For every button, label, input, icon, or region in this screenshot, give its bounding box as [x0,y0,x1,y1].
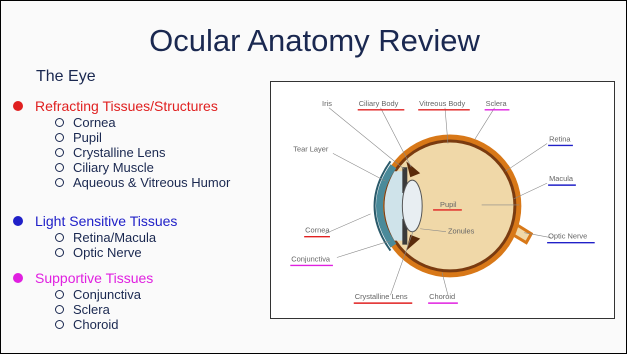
label-choroid: Choroid [429,292,455,301]
circle-bullet-icon [55,178,64,187]
label-vitreous-body: Vitreous Body [419,99,465,108]
section-heading-row: Supportive Tissues [13,269,153,287]
list-item-text: Pupil [73,130,102,145]
label-retina: Retina [549,134,571,143]
label-sclera: Sclera [486,99,508,108]
list-item-text: Sclera [73,302,110,317]
list-item: Retina/Macula [55,230,177,245]
list-item: Conjunctiva [55,287,153,302]
label-ciliary-body: Ciliary Body [359,99,399,108]
circle-bullet-icon [55,118,64,127]
list-item: Ciliary Muscle [55,160,230,175]
list-item: Optic Nerve [55,245,177,260]
list-item-text: Retina/Macula [73,230,156,245]
list-item-text: Crystalline Lens [73,145,166,160]
circle-bullet-icon [55,133,64,142]
circle-bullet-icon [55,290,64,299]
section-heading-row: Light Sensitive Tissues [13,212,177,230]
bullet-dot-icon [13,216,23,226]
list-item: Sclera [55,302,153,317]
circle-bullet-icon [55,320,64,329]
circle-bullet-icon [55,305,64,314]
section-supportive: Supportive Tissues Conjunctiva Sclera Ch… [13,269,153,332]
slide-title: Ocular Anatomy Review [1,23,628,59]
section-light-sensitive: Light Sensitive Tissues Retina/Macula Op… [13,212,177,260]
list-item: Aqueous & Vitreous Humor [55,175,230,190]
circle-bullet-icon [55,233,64,242]
eye-anatomy-illustration: Iris Ciliary Body Vitreous Body Sclera T… [271,82,614,318]
label-cornea: Cornea [305,226,330,235]
list-item: Pupil [55,130,230,145]
section-heading: Supportive Tissues [35,270,153,286]
list-item-text: Cornea [73,115,116,130]
label-pupil: Pupil [440,200,457,209]
list-item-text: Choroid [73,317,119,332]
slide-subtitle: The Eye [36,68,96,86]
circle-bullet-icon [55,248,64,257]
label-crystalline-lens: Crystalline Lens [355,292,408,301]
label-iris: Iris [322,99,332,108]
section-refracting: Refracting Tissues/Structures Cornea Pup… [13,97,230,190]
label-optic-nerve: Optic Nerve [548,232,587,241]
label-tear-layer: Tear Layer [293,144,329,153]
list-item-text: Conjunctiva [73,287,141,302]
list-item: Choroid [55,317,153,332]
list-item: Cornea [55,115,230,130]
list-item: Crystalline Lens [55,145,230,160]
crystalline-lens-shape [402,180,422,232]
list-item-text: Optic Nerve [73,245,142,260]
list-item-text: Ciliary Muscle [73,160,154,175]
section-heading: Light Sensitive Tissues [35,213,177,229]
label-conjunctiva: Conjunctiva [291,254,331,263]
eye-diagram: Iris Ciliary Body Vitreous Body Sclera T… [270,81,615,319]
label-zonules: Zonules [448,227,475,236]
section-heading: Refracting Tissues/Structures [35,98,218,114]
bullet-dot-icon [13,101,23,111]
circle-bullet-icon [55,163,64,172]
label-macula: Macula [549,174,574,183]
section-heading-row: Refracting Tissues/Structures [13,97,230,115]
list-item-text: Aqueous & Vitreous Humor [73,175,230,190]
circle-bullet-icon [55,148,64,157]
bullet-dot-icon [13,273,23,283]
